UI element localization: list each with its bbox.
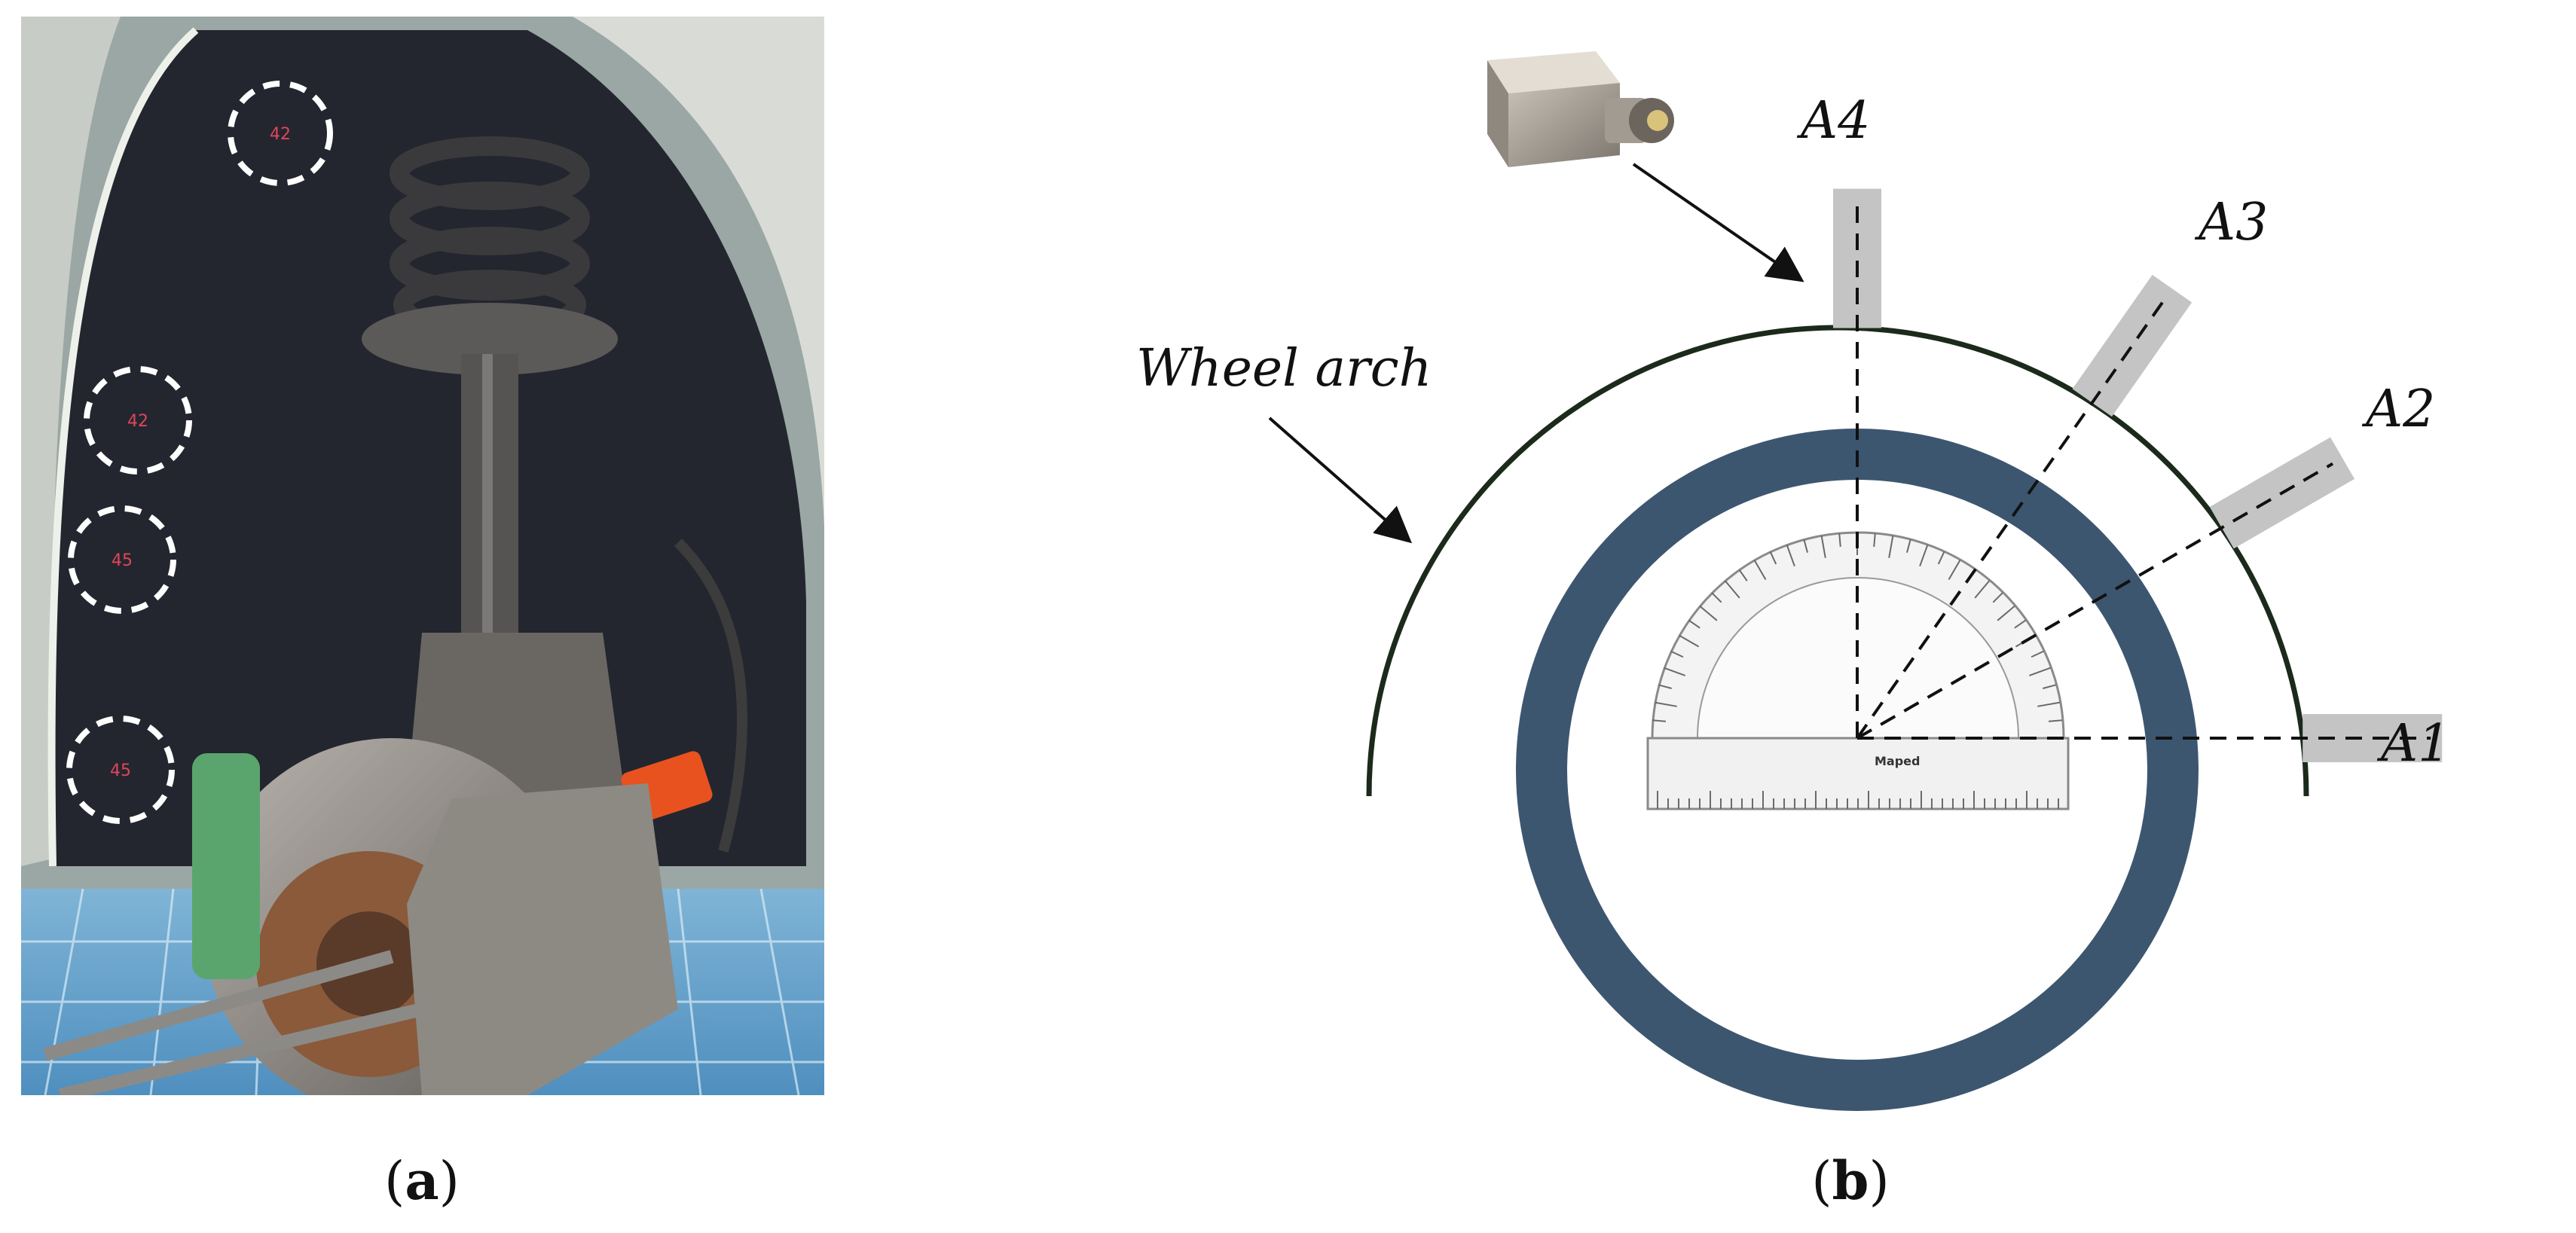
- protractor-tick: [2014, 619, 2027, 629]
- protractor-tick: [2037, 701, 2061, 707]
- protractor-tick: [1786, 545, 1795, 566]
- protractor-tick: [2048, 719, 2063, 722]
- marker-label: 45: [110, 761, 131, 780]
- protractor-tick: [1948, 560, 1961, 581]
- marker-label: 42: [270, 125, 291, 144]
- axis-line-a2: [1856, 462, 2334, 740]
- protractor-tick: [1688, 619, 1701, 629]
- protractor-inner: [1696, 577, 2020, 739]
- brake-caliper: [407, 783, 678, 1095]
- axis-line-a3: [1856, 297, 2167, 740]
- accel-pin: [1647, 110, 1668, 131]
- protractor-tick: [1738, 569, 1748, 581]
- rod-lower: [58, 1003, 424, 1095]
- protractor-tick: [1937, 551, 1945, 565]
- protractor-tick: [1699, 605, 1718, 621]
- sensor-label-a3: A3: [2194, 193, 2268, 252]
- protractor-tick: [1652, 719, 1667, 722]
- sensor-marker-upper-mid: 42: [84, 366, 192, 475]
- wheel-arch-label: Wheel arch: [1136, 339, 1432, 398]
- protractor-tick: [1679, 634, 1700, 648]
- protractor-tick: [2031, 650, 2044, 658]
- sensor-label-a2: A2: [2361, 380, 2435, 439]
- protractor-tick: [1670, 650, 1684, 658]
- accel-top-face: [1487, 51, 1620, 93]
- protractor-tick: [2043, 684, 2056, 689]
- accelerometer-image: [1487, 51, 1674, 167]
- protractor-tick: [2029, 667, 2051, 676]
- protractor-tick: [1753, 560, 1767, 581]
- sensor-marker-lower-mid: 45: [68, 505, 176, 614]
- sensor-block-a3: [2072, 274, 2193, 417]
- protractor-tick: [1974, 580, 1991, 599]
- car-body-left: [21, 17, 121, 866]
- rod-upper: [43, 950, 394, 1061]
- protractor-brand: Maped: [1875, 754, 1920, 768]
- protractor-tick: [1803, 539, 1808, 553]
- accel-front-face: [1508, 83, 1620, 167]
- protractor-tick: [1654, 701, 1677, 707]
- protractor-tick: [1888, 535, 1894, 558]
- protractor-tick: [1906, 539, 1911, 553]
- strut-highlight: [482, 354, 493, 633]
- sensor-layer: A1 A2 A3 A4: [1796, 91, 2450, 774]
- protractor-tick: [1873, 533, 1876, 548]
- marker-label: 45: [112, 551, 133, 570]
- protractor-tick: [1769, 551, 1777, 565]
- protractor-tick: [1724, 580, 1740, 599]
- sensor-marker-top: 42: [228, 81, 333, 186]
- caption-b: (b): [1811, 1149, 1890, 1212]
- ruler-ticks: [1657, 791, 2059, 809]
- accelerometer-arrow: [1632, 163, 1804, 282]
- spring-seat: [362, 303, 618, 375]
- car-fender: [21, 17, 824, 527]
- protractor-tick: [1664, 667, 1685, 676]
- protractor-tick: [1711, 592, 1722, 603]
- caption-a: (a): [384, 1149, 460, 1212]
- diagram-panel: Maped A1 A2 A3 A4 Wheel arch: [1136, 51, 2450, 1111]
- wheel-arch-arrow: [1268, 417, 1413, 544]
- photo-panel: 42 42 45 45: [21, 17, 824, 1095]
- brake-hose: [674, 539, 747, 853]
- protractor-tick: [1992, 592, 2003, 603]
- accel-side-face: [1487, 60, 1508, 167]
- protractor-tick: [1997, 605, 2015, 621]
- protractor-tick: [1838, 533, 1841, 548]
- sensor-block-a1: [2303, 714, 2443, 762]
- sensor-marker-bottom: 45: [66, 716, 175, 824]
- protractor-tick: [1820, 535, 1826, 558]
- liner-edge: [47, 27, 199, 867]
- sensor-label-a1: A1: [2376, 714, 2450, 774]
- sensor-label-a4: A4: [1796, 91, 1870, 151]
- protractor-tick: [1919, 545, 1929, 566]
- marker-label: 42: [127, 412, 148, 431]
- wheel-arch-liner: [51, 30, 806, 866]
- protractor: Maped: [1646, 531, 2070, 810]
- protractor-tick: [1658, 684, 1672, 689]
- green-bracket: [192, 753, 260, 979]
